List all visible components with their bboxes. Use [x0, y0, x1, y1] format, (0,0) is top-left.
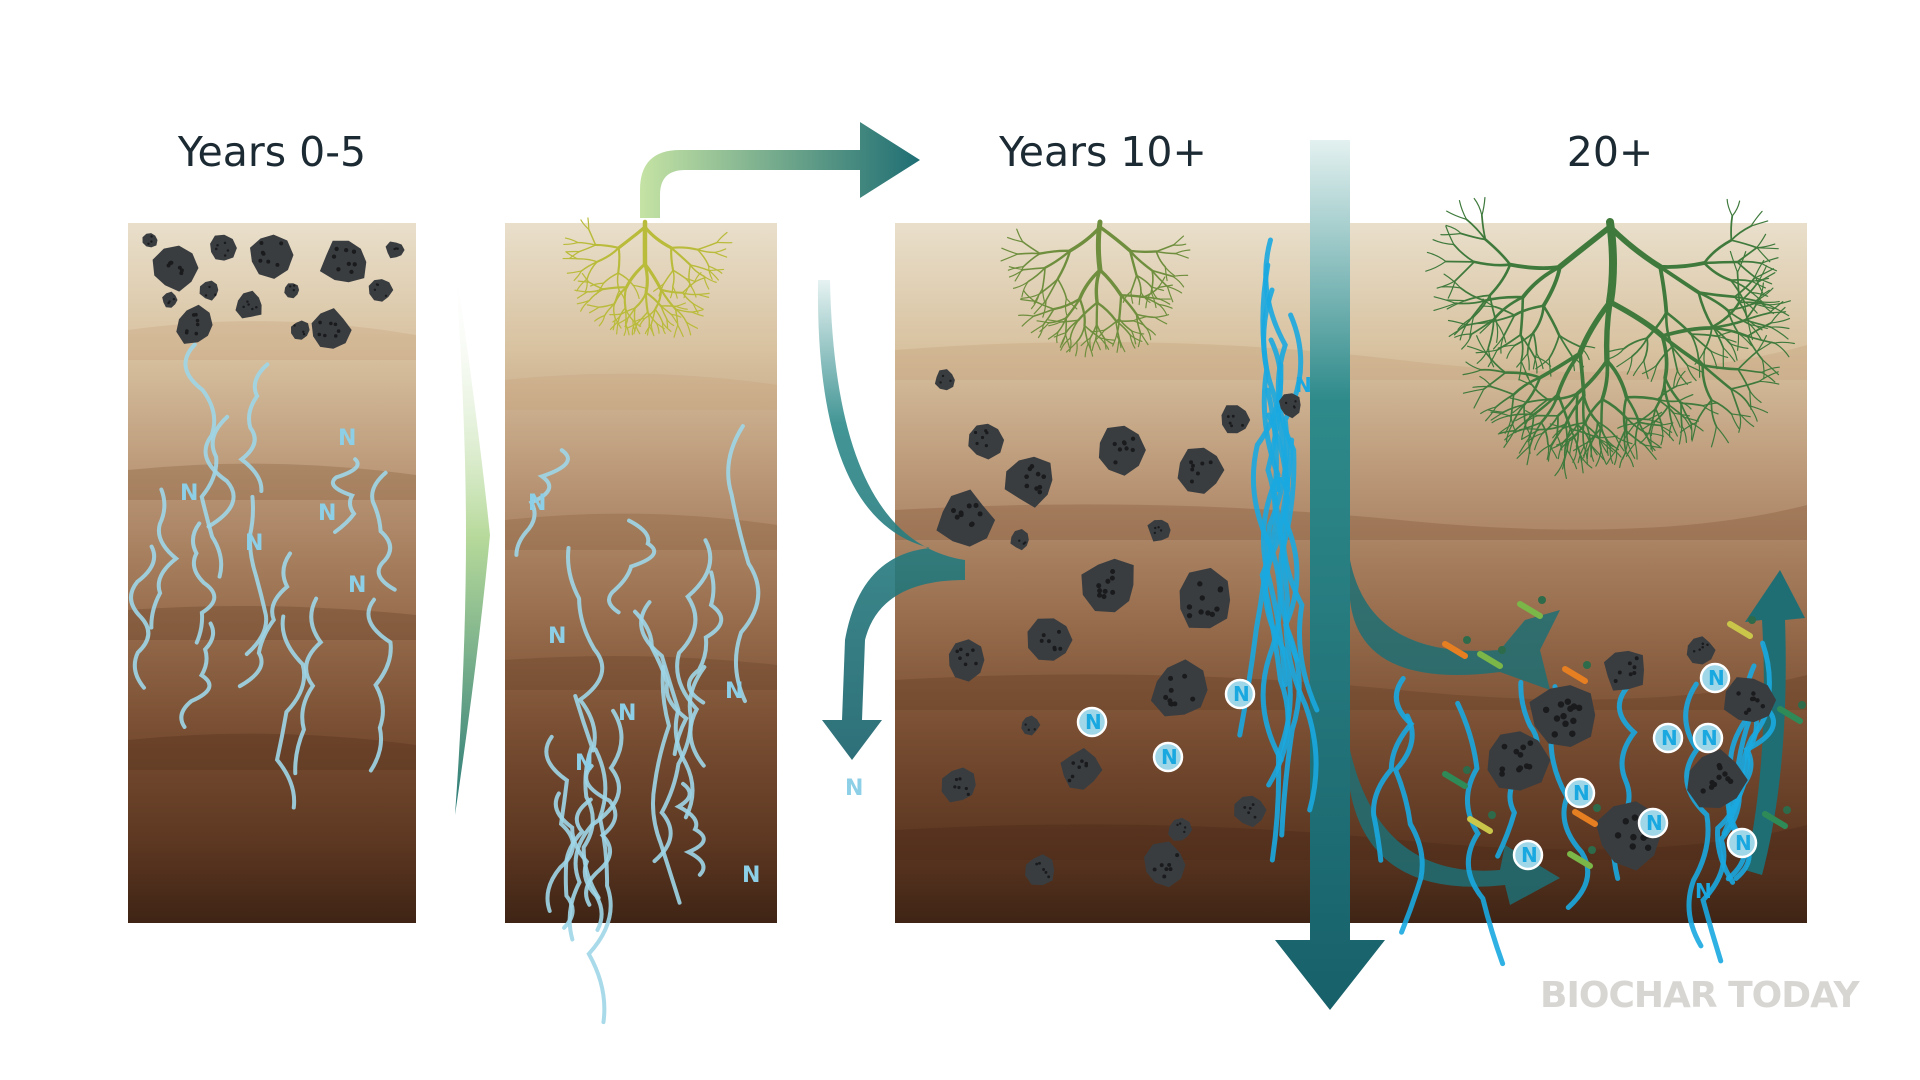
nutrient-label: N: [845, 776, 863, 801]
nutrient-label: N: [1708, 666, 1725, 690]
nutrient-label: N: [1661, 726, 1678, 750]
nutrient-label: N: [548, 624, 566, 649]
watermark-logo: BIOCHAR TODAY: [1540, 975, 1860, 1016]
nutrient-label: N: [338, 426, 356, 451]
lateral-flow-arrow-lower: [1350, 750, 1560, 905]
nutrients-leaching: NN: [1275, 373, 1312, 497]
nutrient-label: N: [742, 863, 760, 888]
nutrients-early: N N N N N: [180, 426, 366, 598]
microbe-icon: [1517, 596, 1546, 619]
roots-mature: [1425, 196, 1795, 480]
nutrient-label: N: [725, 679, 743, 704]
phase-title-years-0-5: Years 0-5: [177, 128, 367, 176]
nutrient-label: N: [1573, 781, 1590, 805]
nutrient-badge: [1699, 662, 1731, 694]
nutrient-badge: [1652, 722, 1684, 754]
lateral-flow-arrow-upper: [1350, 560, 1560, 690]
nutrient-leaching-arrow: [817, 280, 965, 760]
microbe-icon: [1777, 701, 1806, 724]
nutrient-badge: [1152, 741, 1184, 773]
nutrient-label: N: [318, 501, 336, 526]
microbe-icon: [1477, 646, 1506, 669]
water-paths-transition: [514, 424, 761, 1025]
nutrient-label: N: [348, 573, 366, 598]
phase-title-20: 20+: [1566, 128, 1654, 176]
nutrient-label: N: [528, 491, 546, 516]
microbe-icon: [1567, 846, 1596, 869]
nutrient-label: N: [1161, 745, 1178, 769]
soil-panel-years-0-5: [128, 223, 416, 923]
nutrient-badge: [1564, 777, 1596, 809]
soil-panel-transition: [505, 223, 777, 923]
nutrient-badge: [1076, 706, 1108, 738]
nutrient-label: N: [1735, 831, 1752, 855]
nutrient-badge: [1726, 827, 1758, 859]
biochar-integrated: [934, 369, 1301, 888]
microbe-icon: [1562, 661, 1591, 684]
nutrient-label: N: [618, 701, 636, 726]
vertical-flow-arrow: [1275, 140, 1385, 1010]
nutrient-label: N: [1233, 682, 1250, 706]
roots-established: [1000, 219, 1191, 358]
nutrient-label: N: [1646, 811, 1663, 835]
microbe-icon: [1572, 804, 1601, 827]
soil-panel-years-10-20: [895, 223, 1807, 923]
microbe-icon: [1762, 806, 1791, 829]
microbe-icon: [1727, 616, 1756, 639]
nutrient-label: N: [180, 481, 198, 506]
microbe-icon: [1467, 811, 1496, 834]
transition-wedge-arrow: [455, 262, 490, 815]
nutrient-label: N: [245, 531, 263, 556]
growth-arrow-right: [640, 122, 920, 218]
nutrient-label: N: [1295, 373, 1312, 397]
water-channels-retained: [1237, 237, 1320, 863]
nutrient-badge: [1512, 839, 1544, 871]
nutrient-badge: [1637, 807, 1669, 839]
phase-title-years-10: Years 10+: [999, 128, 1207, 176]
nutrient-label: N: [1695, 879, 1712, 903]
nutrient-label: N: [1521, 843, 1538, 867]
nutrient-label: N: [1275, 473, 1292, 497]
microbe-icon: [1442, 766, 1471, 789]
roots-young: [562, 217, 733, 338]
microbe-icon: [1442, 636, 1471, 659]
biochar-mature: [1487, 636, 1777, 871]
water-paths-early: [129, 342, 397, 810]
biochar-surface-layer: [142, 233, 405, 349]
nutrient-badge: [1224, 678, 1256, 710]
nutrient-label: N: [1085, 710, 1102, 734]
nutrient-label: N: [1701, 726, 1718, 750]
nutrient-badge: [1692, 722, 1724, 754]
nutrient-label: N: [575, 751, 593, 776]
